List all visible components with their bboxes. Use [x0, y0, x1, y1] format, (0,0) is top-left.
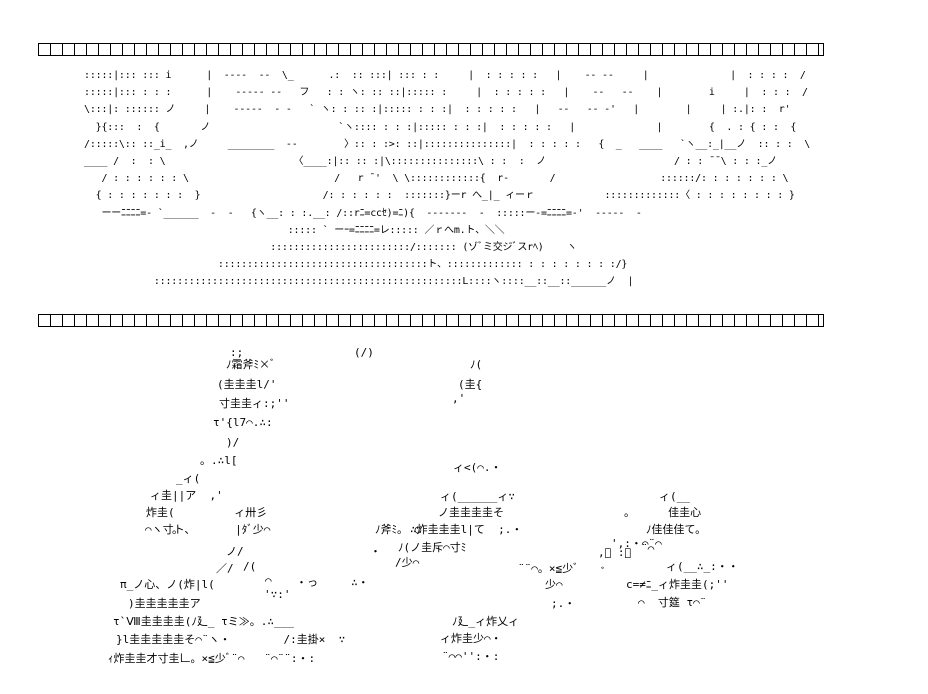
banner-line: ::::::::::::::::::::::::::::::::::::::::…	[84, 276, 634, 288]
art-fragment: )圭圭圭圭圭ア	[128, 597, 201, 610]
banner-title-art: :::::|::: ::: i | ---- -- \_ .: :: :::| …	[0, 0, 928, 320]
art-fragment: ・っ ∴・	[296, 576, 369, 589]
art-fragment: c=≠ﾆ_ィ炸圭圭(;''	[626, 578, 729, 591]
banner-line: ::::: ` ーｰ=ﾆﾆﾆﾆ=レ::::: ／ｒへm.ト、＼＼	[84, 224, 505, 236]
art-fragment: 。 佳圭心	[624, 506, 702, 519]
top-border-strip	[38, 43, 824, 56]
art-fragment: :;	[230, 346, 244, 359]
art-fragment: ィ(______ィ∵	[440, 490, 515, 503]
art-fragment: ・	[370, 545, 381, 558]
art-fragment: (圭圭圭l/'	[217, 378, 277, 391]
banner-line: ____ / : : \ 〈____:|:: :: :|\:::::::::::…	[84, 156, 777, 167]
banner-line: \:::|: :::::: ノ | ----- - - ` ヽ: : :: :|…	[84, 104, 791, 116]
art-fragment: τ`Ⅷ圭圭圭圭(ﾉ廴_ τミ≫。.∴___	[113, 615, 294, 628]
art-fragment: ﾉ廴_ィ炸乂ィ	[452, 615, 520, 628]
art-fragment: π_ノ心、ノ(炸|l(	[120, 578, 215, 591]
art-fragment: ;.・	[551, 597, 576, 610]
art-fragment: 。.∴l[	[200, 454, 238, 467]
scene-art: :;ﾉ霜斧ﾐ×ﾞ (圭圭圭l/' 寸圭圭ィ:;'' τ'{l7⌒.∴: )/ 。.∴l[ _…	[0, 330, 928, 694]
art-fragment: (圭{	[458, 378, 483, 391]
banner-line: ::::::::::::::::::::::::/::::::: (ゾﾞミ交ジﾞ…	[84, 242, 577, 253]
art-fragment: ィ(__∴_:・・	[666, 560, 739, 573]
banner-line: :::::|::: : : : | ----- -- フ : : ヽ: :: :…	[84, 87, 808, 99]
art-fragment: ',:・⌒¨⌒	[611, 537, 662, 550]
art-fragment: /少⌒	[395, 556, 420, 569]
banner-line: { : : : : : : : } /: : : : : : :::::::}ー…	[84, 190, 795, 202]
banner-line: / : : : : : : \ / r ̄ ' \ \::::::::::::{…	[84, 173, 789, 185]
art-fragment: 少⌒	[545, 578, 563, 591]
art-fragment: ﾉ(	[470, 358, 483, 371]
art-fragment: ⌒ 寸筵 τ⌒¨	[638, 596, 707, 609]
art-fragment: ィ圭||ア ,'	[150, 489, 223, 502]
art-fragment: ィ炸圭少⌒・	[440, 632, 502, 645]
art-fragment: ¨⌒⌒'':・:	[442, 650, 500, 663]
art-fragment: ,'	[452, 392, 466, 405]
art-fragment: ∴炸圭圭圭l|て ;.・	[410, 523, 523, 536]
art-fragment: (/)	[354, 346, 374, 359]
banner-line: /:::::\:: ::_i_ ,ノ ________ -- 〉:: : :>:…	[84, 138, 811, 150]
art-fragment: ﾉ霜斧ﾐ×ﾞ	[226, 358, 276, 371]
art-fragment: ¨¨⌒。×≦少ﾞ	[518, 562, 579, 575]
art-fragment: ⌒	[265, 574, 272, 587]
banner-line: :::::|::: ::: i | ---- -- \_ .: :: :::| …	[84, 70, 806, 81]
art-fragment: ィ<(⌒.・	[453, 461, 502, 474]
art-fragment: τ'{l7⌒.∴:	[213, 416, 273, 429]
art-fragment: '∵:'	[264, 588, 291, 601]
art-fragment: 寸圭圭ィ:;''	[219, 397, 290, 410]
art-fragment: )/	[226, 436, 240, 449]
art-fragment: 。 ﾉ斧ﾐ。 ○	[172, 523, 422, 536]
banner-line: ーーﾆﾆﾆﾆ=- `______ - - {ヽ__: : :.__: /::rﾆ…	[84, 207, 642, 219]
art-fragment: ノ圭圭圭圭そ	[438, 506, 504, 519]
art-fragment: ィ(__	[659, 490, 690, 503]
art-fragment: /(	[243, 560, 257, 573]
art-fragment: ／/	[216, 562, 234, 575]
banner-line: }{::: : { ノ `ヽ:::: : : :|::::: : : :| : …	[84, 121, 797, 133]
art-fragment: ⌒ヽ寸ト、 |ﾀﾞ少⌒	[145, 523, 271, 536]
art-fragment: ﾉ(ノ圭斥⌒寸ﾐ	[398, 541, 467, 554]
art-fragment: ,ﾞ :・	[598, 546, 632, 559]
banner-line: ::::::::::::::::::::::::::::::::::::ト、::…	[84, 259, 628, 271]
art-fragment: ¨⌒	[641, 542, 655, 555]
art-fragment: ノ/	[226, 545, 244, 558]
art-fragment: 炸圭( ィ卅彡	[146, 506, 268, 519]
art-fragment: }l圭圭圭圭圭そ⌒¨ヽ・ /:圭掛× ∵	[116, 633, 346, 646]
art-fragment: ﾞ	[601, 566, 607, 579]
art-fragment: ﾉ佳佳佳て。	[646, 523, 707, 536]
art-fragment: ｨ炸圭圭才寸圭𠃊。×≦少ﾞ¨⌒ ¨⌒¨¨:・:	[108, 652, 316, 665]
art-fragment: _ィ(	[176, 472, 201, 485]
middle-border-strip	[38, 314, 824, 327]
